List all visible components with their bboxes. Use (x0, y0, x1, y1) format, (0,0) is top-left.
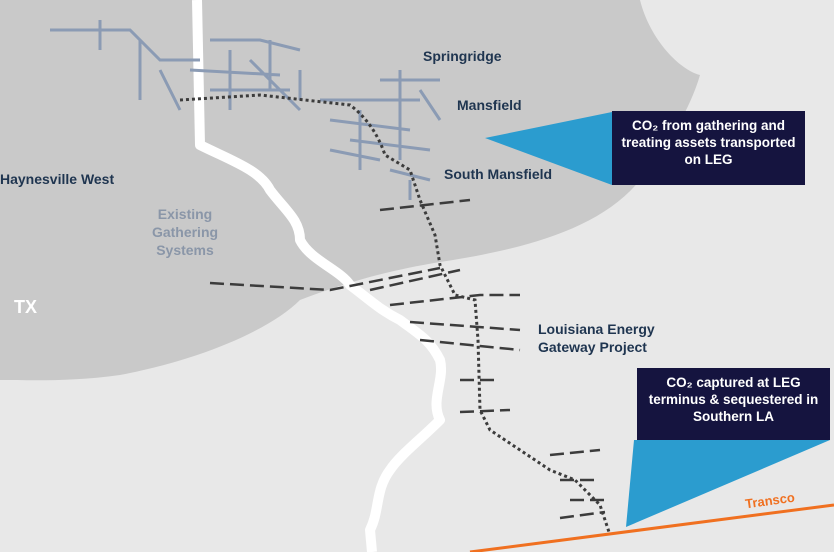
leg-pipeline (179, 93, 612, 536)
river (192, 0, 446, 552)
gathering-network (50, 20, 442, 200)
laterals (209, 198, 610, 520)
callout-top-pointer (485, 112, 612, 185)
label-south-mansfield: South Mansfield (444, 166, 553, 182)
transco-pipeline (469, 503, 834, 552)
existing-gathering-region (0, 0, 700, 381)
label-leg-project: Louisiana Energy Gateway Project (538, 321, 655, 355)
label-mansfield: Mansfield (457, 97, 522, 113)
label-tx: TX (14, 297, 38, 317)
callout-bottom-pointer (626, 440, 830, 527)
label-existing-gathering: Existing Gathering Systems (151, 206, 219, 258)
callout-co2-sequestered: CO₂ captured at LEG terminus & sequester… (637, 368, 830, 440)
label-springridge: Springridge (423, 48, 502, 64)
label-haynesville-west: Haynesville West (0, 171, 115, 187)
callout-co2-gathering: CO₂ from gathering and treating assets t… (612, 111, 805, 185)
